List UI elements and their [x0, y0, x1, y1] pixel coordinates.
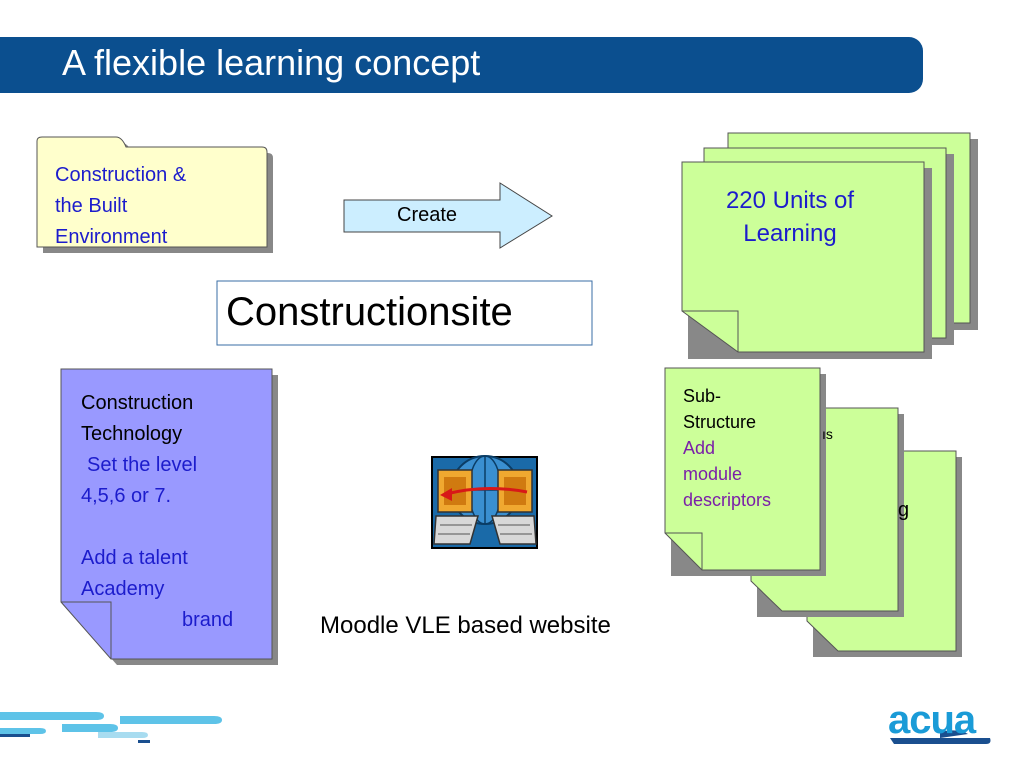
network-computers-icon — [431, 455, 538, 549]
acua-logo: acua — [888, 698, 976, 742]
slide-title: A flexible learning concept — [62, 42, 481, 83]
sub-structure-stack — [664, 367, 962, 657]
create-arrow-label: Create — [397, 204, 458, 226]
back-note-fragment-1: ıs — [822, 426, 833, 442]
sub-structure-label: Sub- Structure Add module descriptors — [683, 386, 772, 510]
folder-label: Construction & the Built Environment — [55, 164, 187, 248]
logo-underline — [890, 738, 991, 744]
units-label: 220 Units of Learning — [725, 187, 855, 247]
swoosh-decoration — [0, 712, 222, 743]
title-bar — [0, 37, 923, 93]
constructionsite-box — [216, 280, 593, 346]
units-stack — [681, 132, 978, 359]
create-arrow — [343, 182, 553, 249]
moodle-caption: Moodle VLE based website — [320, 612, 611, 639]
tech-note-shape — [60, 368, 278, 665]
constructionsite-label: Constructionsite — [226, 290, 513, 334]
back-note-fragment-2: g — [898, 499, 910, 521]
tech-note-label: Construction Technology Set the level 4,… — [81, 392, 234, 631]
folder-shape — [36, 136, 273, 253]
logo-swoosh — [940, 730, 968, 738]
